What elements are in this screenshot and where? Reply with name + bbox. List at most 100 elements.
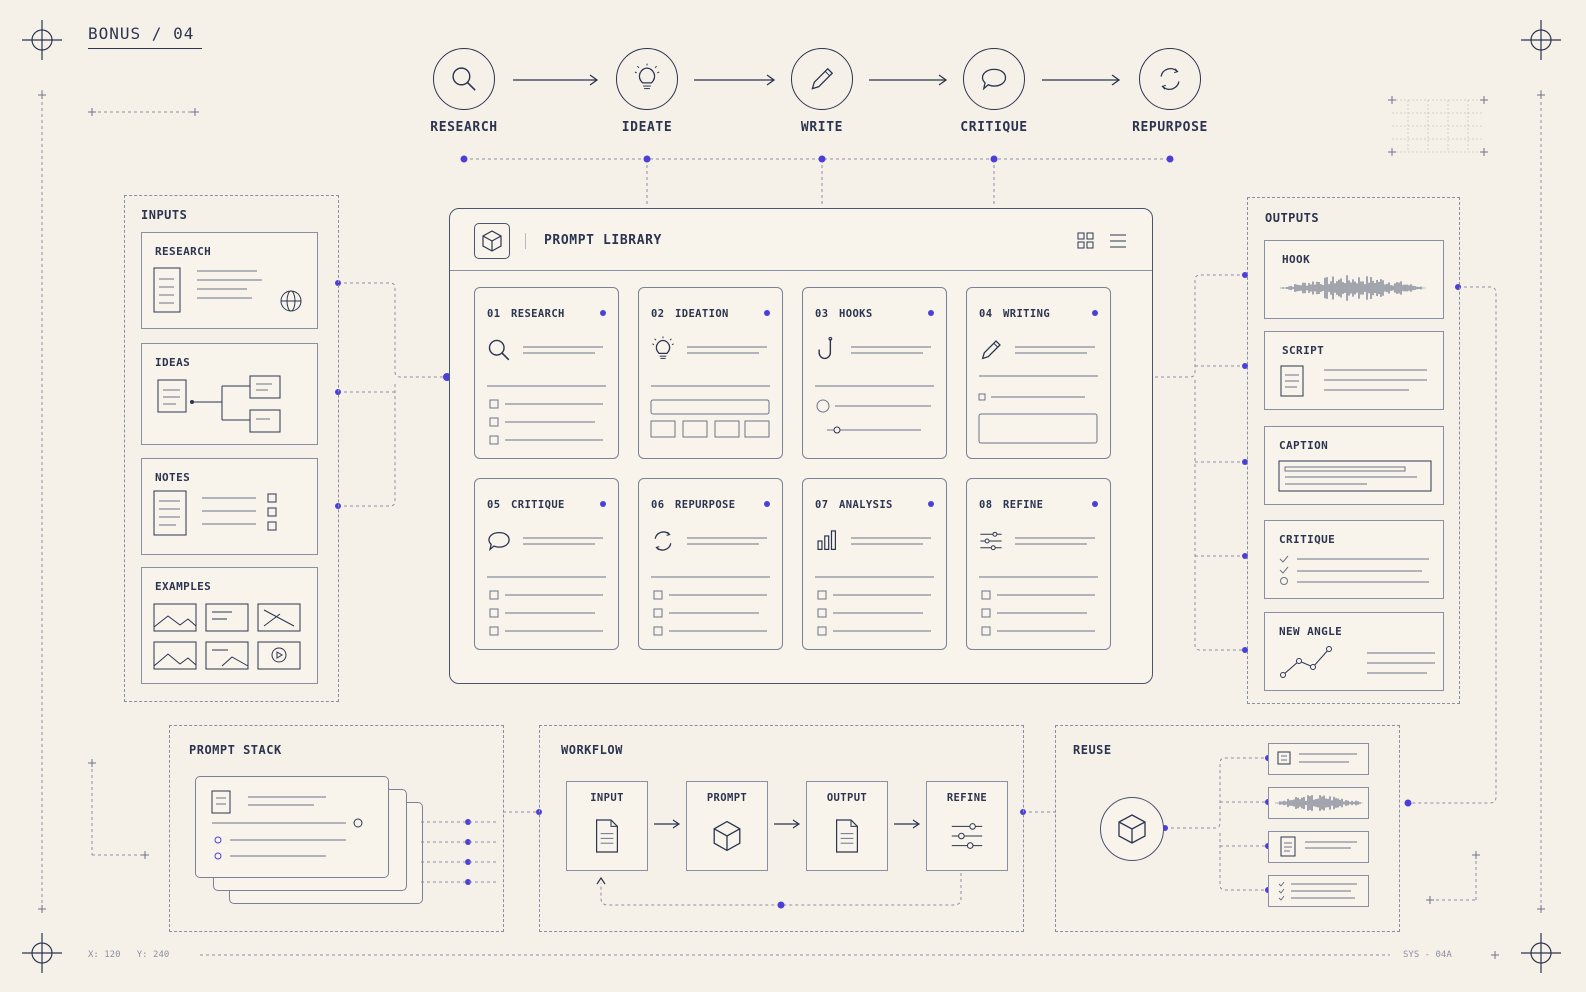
input-notes-card[interactable]: NOTES bbox=[141, 458, 318, 555]
status-dot bbox=[928, 310, 934, 316]
reuse-item-text[interactable] bbox=[1268, 743, 1369, 775]
search-icon bbox=[488, 339, 510, 361]
prompt-card-hooks[interactable]: 03 HOOKS bbox=[802, 287, 947, 459]
card-number: 05 bbox=[487, 499, 501, 511]
input-ideas-label: IDEAS bbox=[155, 356, 191, 369]
text-lines-icon bbox=[1277, 751, 1357, 765]
pipeline-label: RESEARCH bbox=[430, 120, 498, 135]
output-caption-card[interactable]: CAPTION bbox=[1264, 426, 1444, 505]
workflow-step-prompt[interactable]: PROMPT bbox=[686, 781, 768, 871]
workflow-step-label: OUTPUT bbox=[826, 792, 868, 804]
prompt-card-research[interactable]: 01 RESEARCH bbox=[474, 287, 619, 459]
card-title: ANALYSIS bbox=[839, 499, 893, 511]
output-critique-card[interactable]: CRITIQUE bbox=[1264, 520, 1444, 599]
input-examples-label: EXAMPLES bbox=[155, 580, 212, 593]
card-content-lines bbox=[651, 537, 770, 636]
status-dot bbox=[600, 501, 606, 507]
card-title: WRITING bbox=[1003, 308, 1051, 320]
pencil-icon bbox=[811, 67, 834, 90]
prompt-card-repurpose[interactable]: 06 REPURPOSE bbox=[638, 478, 783, 650]
workflow-step-input[interactable]: INPUT bbox=[566, 781, 648, 871]
cube-icon bbox=[1118, 814, 1146, 844]
lightbulb-icon bbox=[652, 336, 674, 359]
document-icon bbox=[596, 819, 618, 853]
pipeline-step-critique[interactable] bbox=[963, 48, 1025, 110]
card-number: 07 bbox=[815, 499, 829, 511]
card-content-lines bbox=[815, 346, 934, 434]
pipeline-label: REPURPOSE bbox=[1132, 120, 1208, 135]
globe-icon bbox=[153, 267, 302, 313]
output-script-label: SCRIPT bbox=[1282, 344, 1325, 357]
document-icon bbox=[836, 819, 858, 853]
sliders-icon bbox=[980, 531, 1002, 551]
reuse-hub[interactable] bbox=[1100, 797, 1164, 861]
library-logo bbox=[474, 223, 510, 259]
card-number: 08 bbox=[979, 499, 993, 511]
input-examples-card[interactable]: EXAMPLES bbox=[141, 567, 318, 684]
workflow-step-label: REFINE bbox=[946, 792, 988, 804]
status-dot bbox=[1092, 310, 1098, 316]
cycle-icon bbox=[654, 531, 672, 551]
grid-view-icon[interactable] bbox=[1076, 231, 1096, 251]
status-dot bbox=[1092, 501, 1098, 507]
pencil-icon bbox=[981, 340, 1001, 360]
pipeline-step-ideate[interactable] bbox=[616, 48, 678, 110]
reuse-title: REUSE bbox=[1073, 743, 1112, 757]
input-research-card[interactable]: RESEARCH bbox=[141, 232, 318, 329]
output-script-card[interactable]: SCRIPT bbox=[1264, 331, 1444, 410]
bar-chart-icon bbox=[817, 530, 836, 550]
cube-icon bbox=[482, 230, 502, 252]
page-title: BONUS / 04 bbox=[88, 24, 195, 43]
line-graph-icon bbox=[1280, 646, 1435, 678]
reuse-item-doc[interactable] bbox=[1268, 831, 1369, 863]
pipeline-step-repurpose[interactable] bbox=[1139, 48, 1201, 110]
inputs-title: INPUTS bbox=[141, 208, 188, 222]
reuse-item-audio[interactable] bbox=[1268, 787, 1369, 819]
workflow-step-label: INPUT bbox=[590, 792, 624, 804]
workflow-step-refine[interactable]: REFINE bbox=[926, 781, 1008, 871]
card-content-lines bbox=[487, 537, 606, 636]
prompt-stack-panel: PROMPT STACK bbox=[169, 725, 504, 932]
card-number: 02 bbox=[651, 308, 665, 320]
checklist-icon bbox=[1278, 881, 1357, 901]
pipeline-label: WRITE bbox=[800, 120, 844, 135]
speech-bubble-icon bbox=[981, 68, 1007, 91]
arrow-right-icon bbox=[652, 818, 682, 830]
inputs-panel: INPUTS bbox=[124, 195, 339, 702]
prompt-stack-title: PROMPT STACK bbox=[189, 743, 282, 757]
card-title: RESEARCH bbox=[511, 308, 565, 320]
stack-sheet-1[interactable] bbox=[195, 776, 389, 878]
input-ideas-card[interactable]: IDEAS bbox=[141, 343, 318, 445]
status-dot bbox=[600, 310, 606, 316]
card-title: CRITIQUE bbox=[511, 499, 565, 511]
image-grid-icon bbox=[153, 603, 301, 670]
list-view-icon[interactable] bbox=[1108, 231, 1128, 251]
status-dot bbox=[764, 310, 770, 316]
sliders-icon bbox=[951, 823, 983, 849]
output-new-angle-card[interactable]: NEW ANGLE bbox=[1264, 612, 1444, 691]
card-number: 06 bbox=[651, 499, 665, 511]
card-title: IDEATION bbox=[675, 308, 729, 320]
outputs-title: OUTPUTS bbox=[1265, 211, 1320, 225]
speech-bubble-icon bbox=[488, 531, 510, 552]
output-hook-label: HOOK bbox=[1282, 253, 1311, 266]
status-dot bbox=[764, 501, 770, 507]
prompt-card-critique[interactable]: 05 CRITIQUE bbox=[474, 478, 619, 650]
arrow-up-icon bbox=[595, 876, 607, 886]
waveform-icon bbox=[1280, 275, 1426, 301]
prompt-card-analysis[interactable]: 07 ANALYSIS bbox=[802, 478, 947, 650]
pipeline-step-write[interactable] bbox=[791, 48, 853, 110]
coords-readout: X: 120 Y: 240 bbox=[88, 950, 170, 960]
prompt-card-writing[interactable]: 04 WRITING bbox=[966, 287, 1111, 459]
workflow-step-output[interactable]: OUTPUT bbox=[806, 781, 888, 871]
output-hook-card[interactable]: HOOK bbox=[1264, 240, 1444, 319]
reuse-item-checklist[interactable] bbox=[1268, 875, 1369, 907]
input-notes-label: NOTES bbox=[155, 471, 191, 484]
prompt-card-refine[interactable]: 08 REFINE bbox=[966, 478, 1111, 650]
workflow-title: WORKFLOW bbox=[561, 743, 623, 757]
pipeline-step-research[interactable] bbox=[433, 48, 495, 110]
card-title: REFINE bbox=[1003, 499, 1044, 511]
prompt-card-ideation[interactable]: 02 IDEATION bbox=[638, 287, 783, 459]
title-underline bbox=[88, 48, 202, 49]
